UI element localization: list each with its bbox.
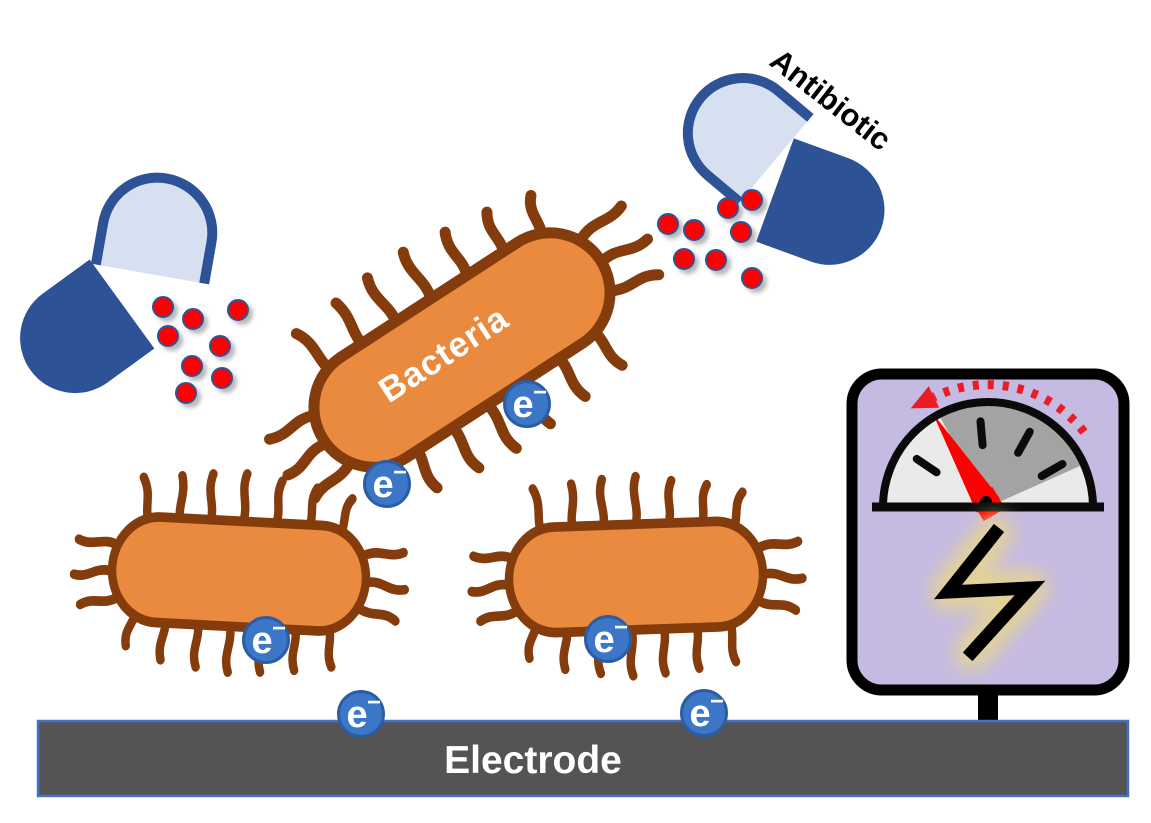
bacteria-bottom-left [69,465,410,681]
pill-dot [152,296,174,318]
pill-dot [741,267,763,289]
pill-dot [227,299,249,321]
pill-dot [157,325,179,347]
gauge-tick [1014,427,1034,457]
antibiotic-capsule-left [0,169,249,415]
pill-dot [211,367,233,389]
lightning-bolt-icon [930,515,1048,670]
electron-badge-bottom-left-cell [242,613,290,664]
gauge-outline [879,398,1097,508]
electron-badge-main-left [363,457,411,508]
gauge-tick [1037,460,1067,480]
pill-dot [683,219,705,241]
pill-dot [730,221,752,243]
pill-dot [175,382,197,404]
pill-dots-right [657,189,763,289]
bacteria-bottom-right [468,471,806,681]
pill-dot [209,335,231,357]
pill-dot [705,249,727,271]
electrode-label: Electrode [444,739,622,782]
pill-dot [741,189,763,211]
electrode-bar [36,719,1130,798]
current-meter [846,368,1130,724]
gauge-tick [976,417,987,450]
capsule-left-dark-half [0,259,155,415]
electron-badge-on-electrode-left [337,687,385,738]
gauge-tick [912,454,941,477]
electrode: Electrode [36,719,1130,798]
pill-dots-left [152,296,249,404]
pill-dot [182,308,204,330]
pill-dot [673,248,695,270]
antibiotic-capsule-right: Antibiotic [657,42,900,289]
pill-dot [657,213,679,235]
gauge [872,398,1104,521]
pill-dot [181,355,203,377]
electron-badge-on-electrode-right [680,686,728,737]
electron-badge-bottom-right-cell [584,612,632,663]
capsule-right-dark-half [756,138,900,281]
pill-dot [717,197,739,219]
trend-arrowhead-icon [910,386,940,409]
electron-badge-main-right [503,377,551,428]
trend-arrow [910,380,1088,435]
